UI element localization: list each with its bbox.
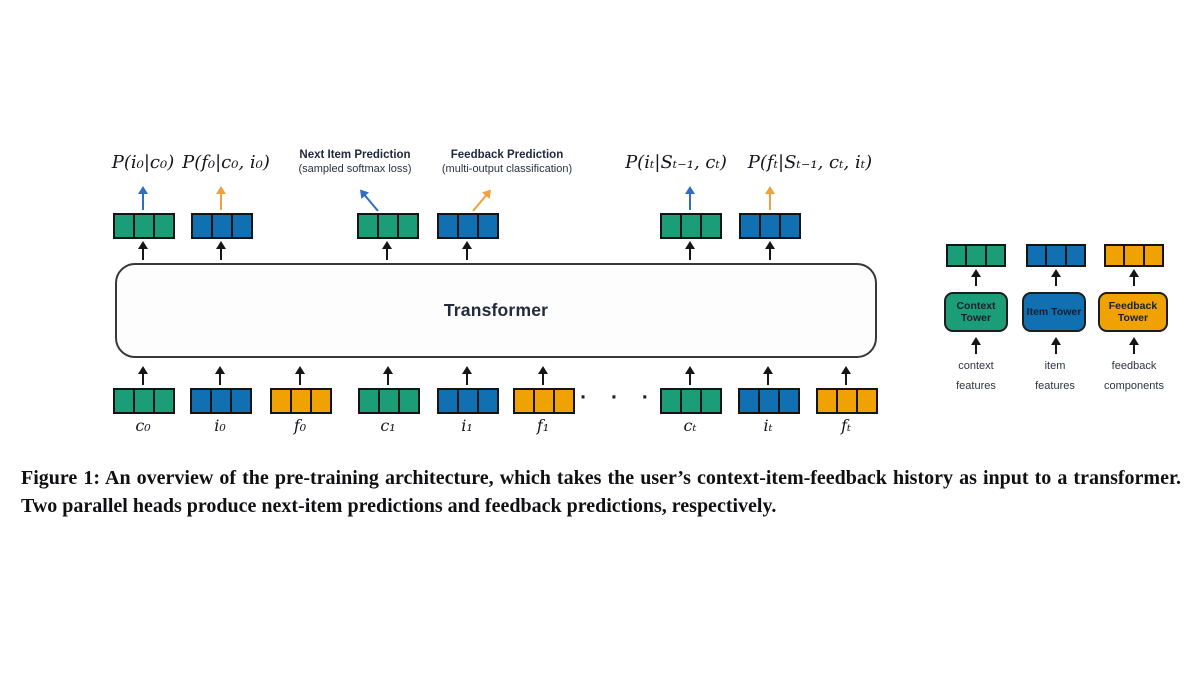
output-token-item-1 <box>437 213 499 239</box>
next-item-prediction-title: Next Item Prediction <box>299 149 411 161</box>
input-label-i1: i₁ <box>461 416 473 435</box>
context-tower-label: Context Tower <box>956 299 996 325</box>
input-token-c0 <box>113 388 175 414</box>
output-token-context-0 <box>113 213 175 239</box>
prob-label-it: P(iₜ|Sₜ₋₁, cₜ) <box>625 152 727 173</box>
up-arrow-icon <box>685 241 695 260</box>
up-arrow-icon <box>382 241 392 260</box>
context-embedding-token <box>946 244 1006 267</box>
input-token-ct <box>660 388 722 414</box>
feedback-embedding-token <box>1104 244 1164 267</box>
up-arrow-icon <box>1051 269 1061 286</box>
input-label-ft: fₜ <box>841 416 851 435</box>
up-arrow-icon <box>971 269 981 286</box>
up-arrow-icon <box>462 241 472 260</box>
item-features-label: item features <box>1035 360 1075 392</box>
up-arrow-icon <box>685 186 695 210</box>
context-features-label: context features <box>956 360 996 392</box>
input-token-i1 <box>437 388 499 414</box>
input-label-i0: i₀ <box>214 416 226 435</box>
feedback-prediction-head: Feedback Prediction (multi-output classi… <box>442 149 572 175</box>
output-token-item-0 <box>191 213 253 239</box>
output-token-context-t <box>660 213 722 239</box>
prob-label-ft: P(fₜ|Sₜ₋₁, cₜ, iₜ) <box>747 152 873 173</box>
up-arrow-icon <box>685 366 695 385</box>
feedback-prediction-title: Feedback Prediction <box>450 149 564 161</box>
up-arrow-icon <box>138 366 148 385</box>
up-arrow-icon <box>1051 337 1061 354</box>
prob-label-f0: P(f₀|c₀, i₀) <box>182 152 270 173</box>
ellipsis-icon: · · · <box>580 386 658 409</box>
item-embedding-token <box>1026 244 1086 267</box>
feedback-components-label: feedback components <box>1104 360 1164 392</box>
up-arrow-icon <box>462 366 472 385</box>
input-label-c1: c₁ <box>380 416 396 435</box>
up-arrow-icon <box>1129 269 1139 286</box>
feedback-prediction-subtitle: (multi-output classification) <box>441 163 573 175</box>
input-token-it <box>738 388 800 414</box>
up-arrow-icon <box>765 241 775 260</box>
input-token-c1 <box>358 388 420 414</box>
input-token-f0 <box>270 388 332 414</box>
figure-caption: Figure 1: An overview of the pre-trainin… <box>21 467 1181 517</box>
up-arrow-icon <box>1129 337 1139 354</box>
input-token-i0 <box>190 388 252 414</box>
output-token-context-1 <box>357 213 419 239</box>
prob-label-i0: P(i₀|c₀) <box>111 152 175 173</box>
up-arrow-icon <box>138 186 148 210</box>
up-arrow-icon <box>469 186 495 214</box>
context-tower-box: Context Tower <box>944 292 1008 332</box>
up-arrow-icon <box>971 337 981 354</box>
feedback-tower-label: Feedback Tower <box>1108 299 1158 325</box>
up-arrow-icon <box>295 366 305 385</box>
input-token-f1 <box>513 388 575 414</box>
up-arrow-icon <box>763 366 773 385</box>
up-arrow-icon <box>383 366 393 385</box>
up-arrow-icon <box>765 186 775 210</box>
item-tower-label: Item Tower <box>1026 305 1082 318</box>
next-item-prediction-subtitle: (sampled softmax loss) <box>298 163 412 175</box>
output-token-item-t <box>739 213 801 239</box>
input-label-it: iₜ <box>763 416 773 435</box>
up-arrow-icon <box>538 366 548 385</box>
input-label-f0: f₀ <box>293 416 307 435</box>
up-arrow-icon <box>216 186 226 210</box>
up-arrow-icon <box>216 241 226 260</box>
input-label-c0: c₀ <box>135 416 151 435</box>
feedback-tower-box: Feedback Tower <box>1098 292 1168 332</box>
up-arrow-icon <box>841 366 851 385</box>
next-item-prediction-head: Next Item Prediction (sampled softmax lo… <box>298 149 411 175</box>
transformer-label: Transformer <box>443 300 549 320</box>
up-arrow-icon <box>138 241 148 260</box>
up-arrow-icon <box>215 366 225 385</box>
input-label-ct: cₜ <box>683 416 697 435</box>
transformer-box: Transformer <box>115 263 877 358</box>
input-token-ft <box>816 388 878 414</box>
item-tower-box: Item Tower <box>1022 292 1086 332</box>
up-arrow-icon <box>356 186 382 214</box>
input-label-f1: f₁ <box>536 416 550 435</box>
